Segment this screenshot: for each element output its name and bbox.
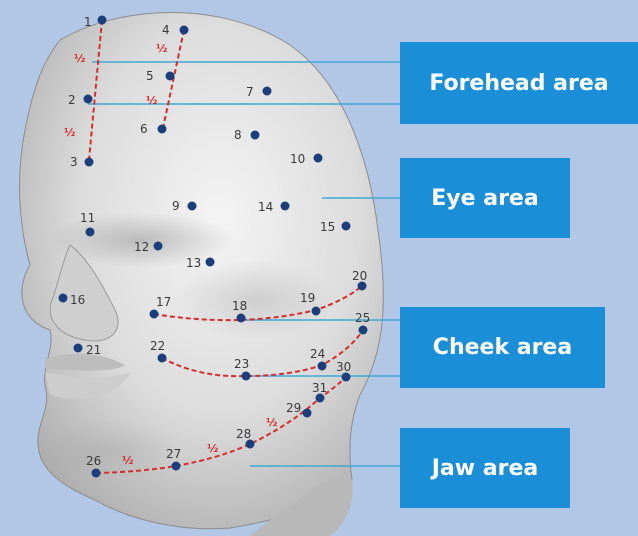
point-3 — [85, 158, 94, 167]
point-label-7: 7 — [246, 85, 254, 99]
point-25 — [359, 326, 368, 335]
point-label-30: 30 — [336, 360, 351, 374]
point-label-22: 22 — [150, 339, 165, 353]
point-label-17: 17 — [156, 295, 171, 309]
point-26 — [92, 469, 101, 478]
fraction-3: ½ — [156, 42, 167, 55]
point-22 — [158, 354, 167, 363]
point-label-3: 3 — [70, 155, 78, 169]
point-23 — [242, 372, 251, 381]
eye-area-box: Eye area — [400, 158, 570, 238]
point-2 — [84, 95, 93, 104]
point-17 — [150, 310, 159, 319]
point-label-8: 8 — [234, 128, 242, 142]
point-8 — [251, 131, 260, 140]
fraction-6: ½ — [207, 442, 218, 455]
point-label-18: 18 — [232, 299, 247, 313]
point-24 — [318, 362, 327, 371]
point-label-21: 21 — [86, 343, 101, 357]
point-14 — [281, 202, 290, 211]
point-13 — [206, 258, 215, 267]
point-4 — [180, 26, 189, 35]
point-label-23: 23 — [234, 357, 249, 371]
point-15 — [342, 222, 351, 231]
point-label-4: 4 — [162, 23, 170, 37]
point-label-20: 20 — [352, 269, 367, 283]
point-label-28: 28 — [236, 427, 251, 441]
point-label-5: 5 — [146, 69, 154, 83]
point-16 — [59, 294, 68, 303]
point-label-19: 19 — [300, 291, 315, 305]
point-label-2: 2 — [68, 93, 76, 107]
point-5 — [166, 72, 175, 81]
point-label-27: 27 — [166, 447, 181, 461]
fraction-4: ½ — [146, 94, 157, 107]
point-label-10: 10 — [290, 152, 305, 166]
forehead-area-label: Forehead area — [429, 71, 608, 96]
point-21 — [74, 344, 83, 353]
point-label-1: 1 — [84, 15, 92, 29]
point-6 — [158, 125, 167, 134]
point-label-29: 29 — [286, 401, 301, 415]
jaw-area-box: Jaw area — [400, 428, 570, 508]
point-label-31: 31 — [312, 381, 327, 395]
point-label-16: 16 — [70, 293, 85, 307]
point-label-13: 13 — [186, 256, 201, 270]
point-7 — [263, 87, 272, 96]
point-27 — [172, 462, 181, 471]
point-label-26: 26 — [86, 454, 101, 468]
forehead-area-box: Forehead area — [400, 42, 638, 124]
point-18 — [237, 314, 246, 323]
point-label-24: 24 — [310, 347, 325, 361]
eye-area-label: Eye area — [431, 186, 538, 211]
point-12 — [154, 242, 163, 251]
point-label-25: 25 — [355, 311, 370, 325]
point-19 — [312, 307, 321, 316]
cheek-area-box: Cheek area — [400, 307, 605, 388]
point-label-14: 14 — [258, 200, 273, 214]
point-label-11: 11 — [80, 211, 95, 225]
cheek-area-label: Cheek area — [433, 335, 572, 360]
chin-shade — [40, 420, 180, 480]
fraction-7: ½ — [266, 416, 277, 429]
point-label-15: 15 — [320, 220, 335, 234]
fraction-1: ½ — [74, 52, 85, 65]
point-label-12: 12 — [134, 240, 149, 254]
fraction-5: ½ — [122, 454, 133, 467]
fraction-2: ½ — [64, 126, 75, 139]
point-1 — [98, 16, 107, 25]
point-10 — [314, 154, 323, 163]
point-29 — [303, 409, 312, 418]
point-11 — [86, 228, 95, 237]
point-label-9: 9 — [172, 199, 180, 213]
point-9 — [188, 202, 197, 211]
point-label-6: 6 — [140, 122, 148, 136]
jaw-area-label: Jaw area — [432, 456, 538, 481]
